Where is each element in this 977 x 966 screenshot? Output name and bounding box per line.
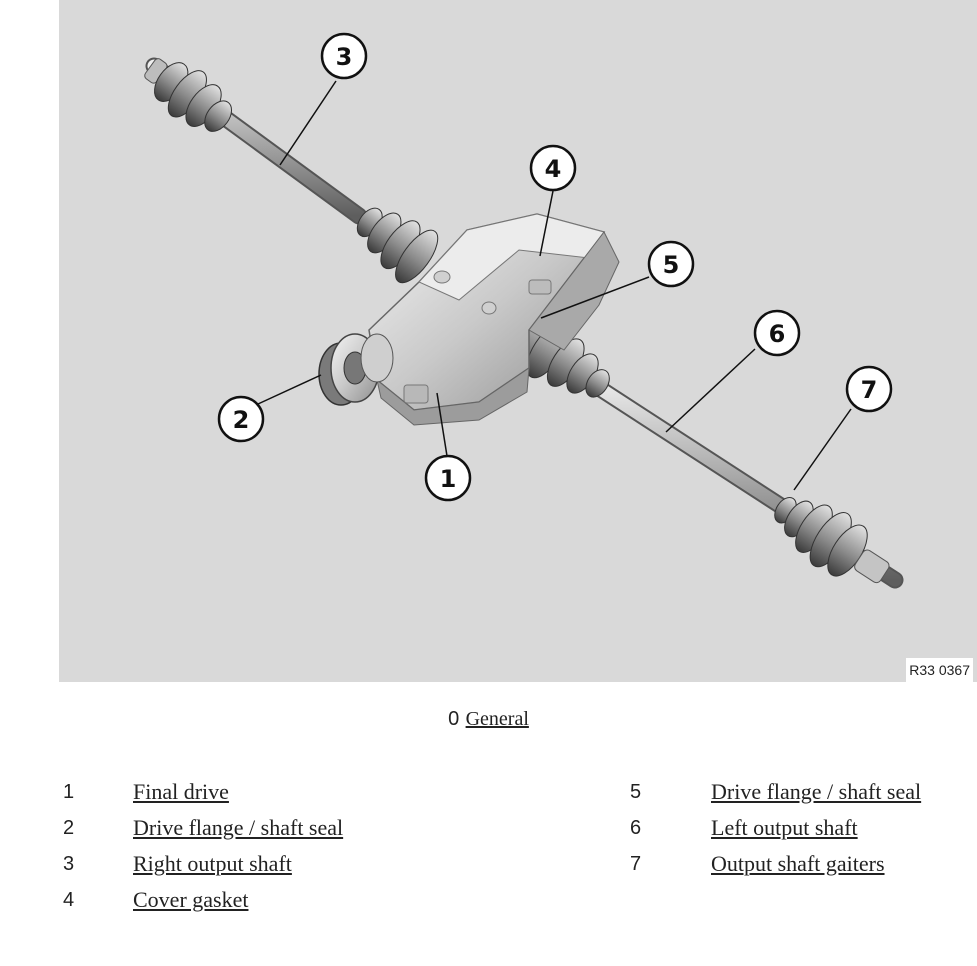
- right-output-shaft: [144, 57, 439, 284]
- final-drive-illustration: 3 4 5 6 7 2 1: [144, 32, 904, 589]
- callout-1: 1: [424, 454, 472, 502]
- right-shaft-outer-boot: [144, 58, 233, 132]
- legend-item-link[interactable]: Left output shaft: [711, 815, 858, 840]
- legend-item-number: 2: [63, 817, 75, 839]
- svg-text:2: 2: [233, 406, 250, 434]
- leader-lines: [257, 80, 852, 491]
- legend-item-number: 5: [630, 781, 642, 803]
- right-shaft-inner-boot: [356, 207, 439, 284]
- drive-flange: [318, 333, 394, 406]
- svg-text:4: 4: [545, 155, 562, 183]
- callout-2: 2: [217, 395, 265, 443]
- legend-item-link[interactable]: Drive flange / shaft seal: [133, 815, 344, 840]
- legend-item-number: 7: [630, 853, 642, 875]
- legend-item-link[interactable]: Drive flange / shaft seal: [711, 779, 922, 804]
- final-drive-housing: [368, 213, 620, 426]
- legend-item-link[interactable]: Right output shaft: [133, 851, 292, 876]
- callout-5: 5: [647, 240, 695, 288]
- general-number: 0: [448, 708, 460, 730]
- diagram-figure: 3 4 5 6 7 2 1 R33 0367: [59, 0, 977, 682]
- svg-text:6: 6: [769, 320, 786, 348]
- callout-3: 3: [320, 32, 368, 80]
- callout-6: 6: [753, 309, 801, 357]
- general-link[interactable]: General: [465, 708, 529, 730]
- legend-item-link[interactable]: Cover gasket: [133, 887, 249, 912]
- legend-right-column: 5 Drive flange / shaft seal 6 Left outpu…: [630, 777, 970, 887]
- svg-text:3: 3: [336, 43, 353, 71]
- svg-text:1: 1: [440, 465, 457, 493]
- general-link-row: 0 General: [0, 706, 977, 731]
- legend-item-link[interactable]: Final drive: [133, 779, 229, 804]
- svg-text:7: 7: [861, 376, 878, 404]
- legend-item-number: 4: [63, 889, 75, 911]
- legend-item-link[interactable]: Output shaft gaiters: [711, 851, 885, 876]
- left-output-shaft: [506, 308, 904, 589]
- legend-left-column: 1 Final drive 2 Drive flange / shaft sea…: [63, 777, 583, 917]
- legend-item-number: 3: [63, 853, 75, 875]
- legend-item-number: 1: [63, 781, 75, 803]
- callout-7: 7: [845, 365, 893, 413]
- left-shaft-outer-boot: [774, 496, 890, 584]
- legend-item-number: 6: [630, 817, 642, 839]
- svg-text:5: 5: [663, 251, 680, 279]
- callout-4: 4: [529, 144, 577, 192]
- figure-id-label: R33 0367: [906, 658, 973, 682]
